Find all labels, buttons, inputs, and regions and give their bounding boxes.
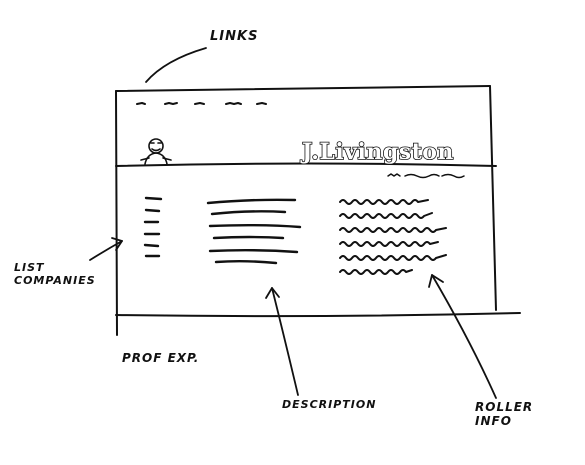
company-item-1 <box>144 196 163 201</box>
description-line-1 <box>206 198 297 205</box>
description-line-6 <box>214 260 278 265</box>
description-line-3 <box>208 224 302 229</box>
description-lines <box>206 198 302 265</box>
header-divider-line <box>115 162 497 167</box>
list-companies-arrow <box>89 240 123 261</box>
nav-links <box>136 102 267 105</box>
roller-info-line-1 <box>339 199 429 205</box>
nav-link-5 <box>256 102 267 105</box>
nav-link-3 <box>194 102 205 105</box>
logo-tagline <box>387 173 465 179</box>
roller-info-label: ROLLER INFO <box>475 400 534 428</box>
links-label: LINKS <box>210 29 259 44</box>
roller-info-squiggles <box>339 199 447 275</box>
company-item-2 <box>144 208 161 213</box>
roller-info-line-3 <box>339 227 447 233</box>
nav-link-1 <box>136 102 146 105</box>
nav-link-4 <box>225 102 242 105</box>
roller-info-line-6 <box>339 269 413 275</box>
company-item-5 <box>143 243 160 248</box>
description-line-4 <box>212 235 285 240</box>
footer-line <box>115 312 521 318</box>
list-companies-label: LIST COMPANIES <box>14 261 96 287</box>
prof-exp-label: PROF EXP. <box>122 351 200 365</box>
description-arrowhead <box>265 287 280 299</box>
roller-info-line-2 <box>339 212 433 219</box>
links-arrow <box>145 47 207 83</box>
description-arrow <box>271 287 299 396</box>
avatar-figure <box>140 138 172 165</box>
roller-info-arrow <box>431 274 497 399</box>
site-logo: J.Livingston <box>301 138 454 166</box>
roller-info-line-4 <box>339 241 439 247</box>
nav-link-2 <box>164 102 178 105</box>
description-label: DESCRIPTION <box>282 398 377 411</box>
frame-left-line <box>115 90 118 336</box>
description-line-5 <box>208 249 299 254</box>
roller-info-arrowhead <box>428 274 444 288</box>
description-line-2 <box>210 210 287 216</box>
frame-right-line <box>489 85 497 311</box>
frame-top-line <box>115 85 491 92</box>
company-list <box>143 196 163 258</box>
list-companies-arrowhead <box>111 237 123 251</box>
roller-info-line-5 <box>339 254 447 261</box>
